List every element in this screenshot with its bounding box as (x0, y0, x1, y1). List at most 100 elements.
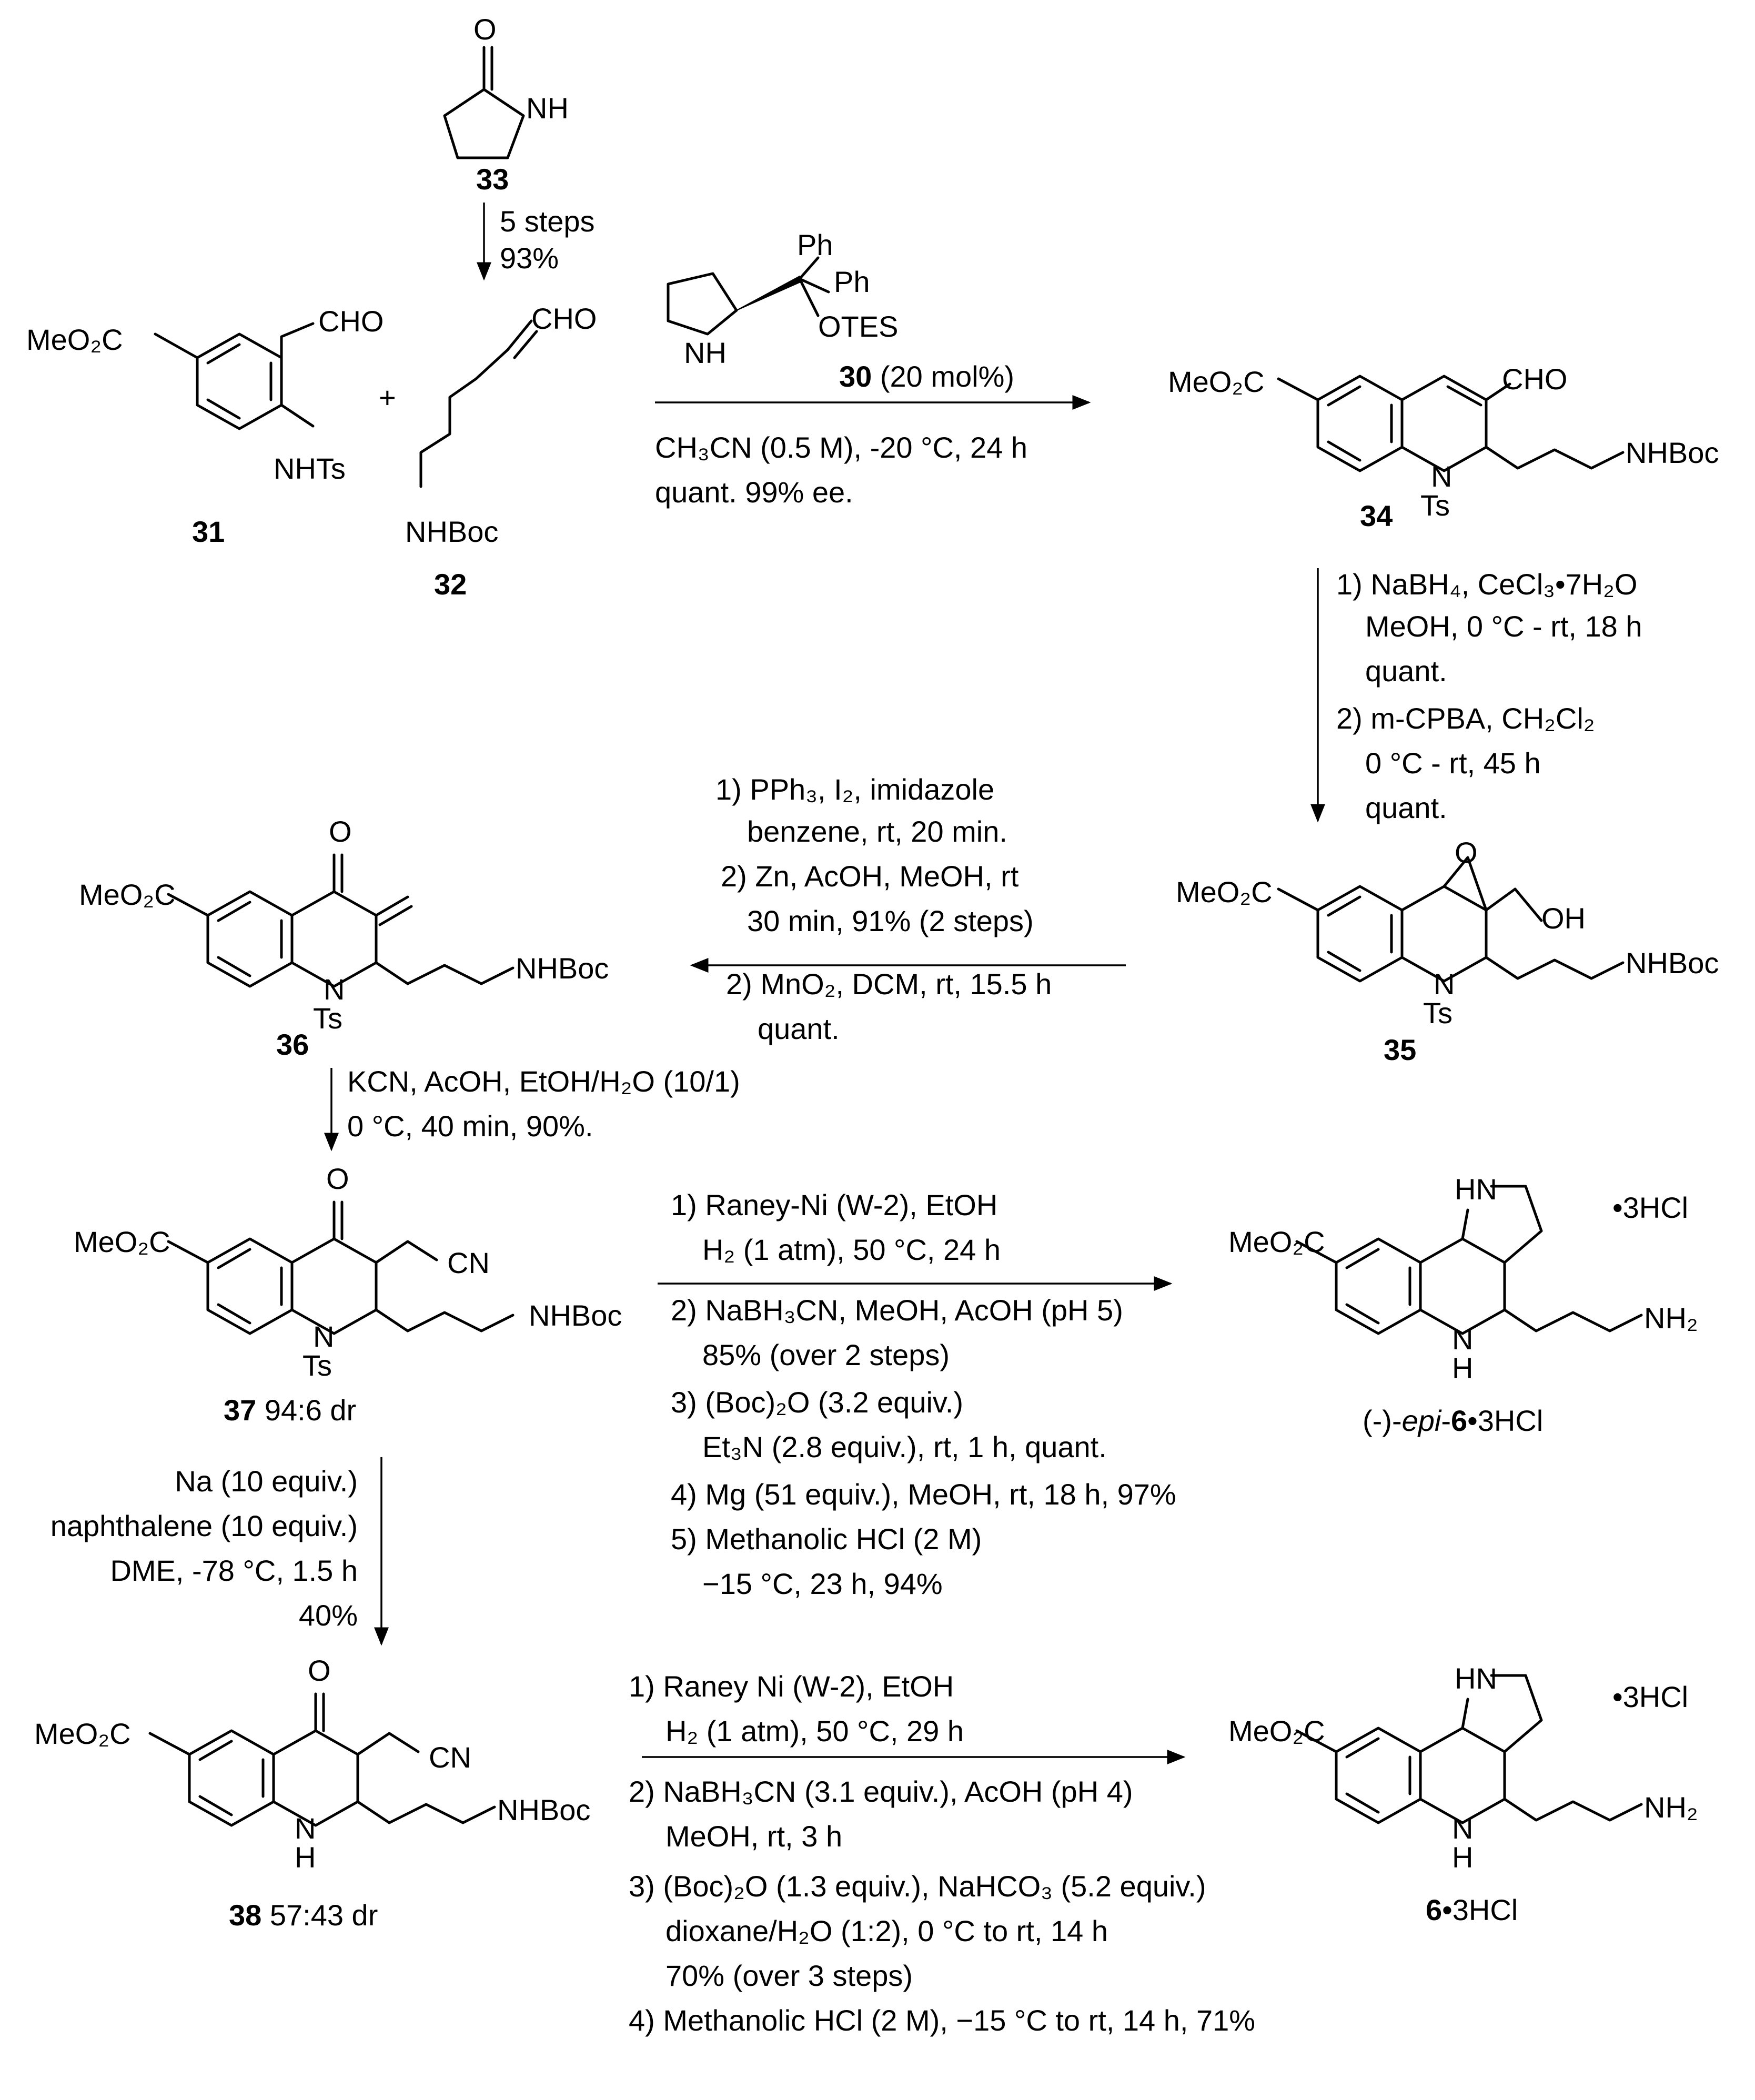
compound-37: O MeO₂C CN NHBoc N Ts 37 94:6 dr (74, 1162, 622, 1427)
atom-label: NHBoc (516, 952, 609, 985)
atom-label: H (1452, 1351, 1473, 1385)
atom-label: •3HCl (1612, 1680, 1688, 1713)
condition-line: 2) MnO₂, DCM, rt, 15.5 h (726, 967, 1052, 1001)
condition-line: CH₃CN (0.5 M), -20 °C, 24 h (655, 431, 1027, 464)
condition-line: −15 °C, 23 h, 94% (702, 1567, 943, 1600)
condition-line: Na (10 equiv.) (175, 1465, 358, 1498)
atom-label: NHBoc (1626, 436, 1719, 469)
condition-line: KCN, AcOH, EtOH/H₂O (10/1) (347, 1065, 740, 1098)
compound-number: 31 (192, 515, 225, 548)
compound-36: O MeO₂C NHBoc N Ts 36 (79, 815, 609, 1061)
atom-label: OH (1541, 902, 1586, 935)
condition-line: 85% (over 2 steps) (702, 1338, 950, 1371)
condition-line: 5 steps (500, 205, 595, 238)
atom-label: O (308, 1654, 331, 1687)
condition-line: 5) Methanolic HCl (2 M) (671, 1522, 982, 1556)
atom-label: N (295, 1812, 316, 1845)
atom-label: NHTs (274, 452, 346, 485)
atom-label: Ts (1423, 996, 1453, 1029)
atom-label: MeO₂C (1168, 365, 1265, 398)
condition-line: 4) Mg (51 equiv.), MeOH, rt, 18 h, 97% (671, 1478, 1176, 1511)
compound-label: 38 57:43 dr (229, 1899, 378, 1932)
condition-line: 2) NaBH₃CN, MeOH, AcOH (pH 5) (671, 1294, 1123, 1327)
atom-label: NH (526, 92, 569, 125)
condition-line: 2) NaBH₃CN (3.1 equiv.), AcOH (pH 4) (629, 1775, 1133, 1808)
compound-38: O MeO₂C CN NHBoc N H 38 57:43 dr (34, 1654, 590, 1932)
atom-label: MeO₂C (74, 1225, 170, 1258)
condition-line: 3) (Boc)₂O (3.2 equiv.) (671, 1386, 963, 1419)
atom-label: NH₂ (1644, 1301, 1698, 1335)
atom-label: O (1455, 836, 1478, 869)
condition-line: 1) Raney-Ni (W-2), EtOH (671, 1188, 997, 1221)
compound-label: (-)-epi-6•3HCl (1363, 1404, 1543, 1437)
atom-label: MeO₂C (26, 323, 123, 356)
compound-number: 34 (1360, 499, 1393, 532)
condition-line: 1) NaBH₄, CeCl₃•7H₂O (1336, 568, 1637, 601)
atom-label: O (473, 13, 497, 46)
atom-label: Ts (302, 1349, 332, 1382)
atom-label: NH (684, 336, 727, 369)
atom-label: CN (447, 1246, 490, 1279)
condition-line: 1) Raney Ni (W-2), EtOH (629, 1670, 954, 1703)
condition-line: 0 °C, 40 min, 90%. (347, 1109, 593, 1143)
condition-line: Et₃N (2.8 equiv.), rt, 1 h, quant. (702, 1430, 1107, 1463)
condition-line: DME, -78 °C, 1.5 h (110, 1554, 358, 1587)
catalyst-loading: 30 (20 mol%) (839, 360, 1014, 393)
atom-label: NH₂ (1644, 1791, 1698, 1824)
condition-line: benzene, rt, 20 min. (747, 815, 1007, 848)
condition-line: dioxane/H₂O (1:2), 0 °C to rt, 14 h (665, 1914, 1108, 1947)
atom-label: CHO (318, 305, 384, 338)
condition-line: H₂ (1 atm), 50 °C, 29 h (665, 1714, 964, 1748)
condition-line: quant. (1365, 654, 1447, 688)
atom-label: H (295, 1841, 316, 1874)
atom-label: MeO₂C (1228, 1714, 1325, 1748)
atom-label: •3HCl (1612, 1191, 1688, 1224)
condition-line: quant. (1365, 791, 1447, 824)
condition-line: MeOH, 0 °C - rt, 18 h (1365, 610, 1642, 643)
compound-number: 35 (1384, 1033, 1416, 1066)
condition-line: 4) Methanolic HCl (2 M), −15 °C to rt, 1… (629, 2004, 1255, 2037)
condition-line: 70% (over 3 steps) (665, 1959, 913, 1992)
compound-34: MeO₂C CHO NHBoc N Ts 34 (1168, 362, 1719, 532)
atom-label: Ts (1420, 489, 1450, 522)
atom-label: N (1452, 1812, 1473, 1845)
atom-label: MeO₂C (34, 1717, 131, 1750)
condition-line: 2) m-CPBA, CH₂Cl₂ (1336, 702, 1595, 735)
atom-label: N (324, 973, 345, 1006)
compound-number: 32 (434, 568, 467, 601)
atom-label: O (326, 1162, 349, 1195)
atom-label: CHO (531, 302, 597, 335)
condition-line: 1) PPh₃, I₂, imidazole (715, 773, 994, 806)
condition-line: 30 min, 91% (2 steps) (747, 904, 1034, 937)
atom-label: H (1452, 1841, 1473, 1874)
atom-label: NHBoc (1626, 946, 1719, 980)
condition-line: MeOH, rt, 3 h (665, 1820, 842, 1853)
atom-label: Ph (797, 228, 833, 261)
atom-label: NHBoc (405, 515, 498, 548)
catalyst-30: Ph Ph OTES NH 30 (20 mol%) (667, 228, 1014, 393)
condition-line: H₂ (1 atm), 50 °C, 24 h (702, 1233, 1001, 1266)
compound-label: 37 94:6 dr (224, 1394, 356, 1427)
compound-33: O NH 33 (443, 13, 569, 196)
compound-32: CHO NHBoc 32 (405, 302, 597, 601)
condition-line: 0 °C - rt, 45 h (1365, 746, 1541, 780)
atom-label: Ts (313, 1002, 342, 1035)
atom-label: NHBoc (529, 1299, 622, 1332)
compound-epi-6: HN MeO₂C •3HCl N H NH₂ (-)-epi-6•3HCl (1228, 1173, 1698, 1437)
atom-label: MeO₂C (79, 878, 176, 911)
plus-sign: + (379, 381, 396, 414)
condition-line: 93% (500, 241, 559, 275)
atom-label: Ph (834, 265, 870, 298)
compound-35: MeO₂C O OH NHBoc N Ts 35 (1176, 836, 1719, 1066)
condition-line: 2) Zn, AcOH, MeOH, rt (721, 860, 1019, 893)
compound-31: MeO₂C CHO NHTs 31 (26, 305, 384, 548)
condition-line: quant. 99% ee. (655, 476, 853, 509)
atom-label: OTES (818, 310, 898, 343)
atom-label: HN (1455, 1173, 1497, 1206)
atom-label: MeO₂C (1176, 875, 1273, 908)
condition-line: naphthalene (10 equiv.) (51, 1509, 358, 1542)
atom-label: N (1434, 967, 1455, 1001)
compound-number: 33 (476, 163, 509, 196)
atom-label: MeO₂C (1228, 1225, 1325, 1258)
